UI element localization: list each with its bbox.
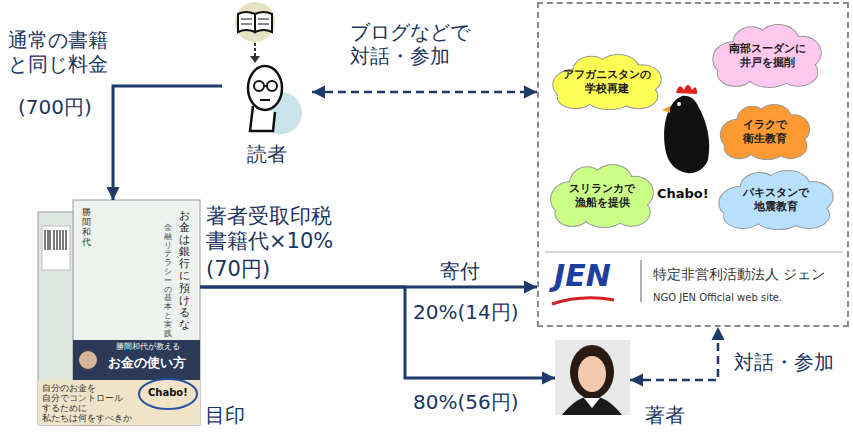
node-text: 勝間和代が教える xyxy=(116,342,180,352)
flow-note: (700円) xyxy=(18,95,92,119)
flow-note: 著者受取印税 書籍代×10% xyxy=(206,204,336,254)
connector xyxy=(107,86,223,200)
connector-line xyxy=(312,91,537,94)
flow-note: 通常の書籍 と同じ料金 xyxy=(8,28,110,76)
reader-icon xyxy=(248,66,302,134)
arrow-head xyxy=(712,327,725,340)
project-cloud: 南部スーダンに 井戸を掘削 xyxy=(711,24,823,88)
node-text: Chabo! xyxy=(148,387,188,399)
node-text: 勝間和代 xyxy=(82,208,91,248)
flow-note: 寄付 xyxy=(440,259,480,283)
node-text: NGO JEN Official web site. xyxy=(653,292,782,304)
chabo-logo xyxy=(662,85,709,173)
node-text: 著者 xyxy=(645,403,685,427)
node-text: 読者 xyxy=(222,142,312,166)
node-text: Chabo! xyxy=(657,186,709,202)
project-text: 南部スーダンに 井戸を掘削 xyxy=(728,42,807,70)
connector-line xyxy=(630,327,718,380)
jen-logo-rules xyxy=(545,252,843,304)
node-text: 自分のお金を 自分でコントロール するために 私たちは何をすべきか xyxy=(42,384,134,424)
project-cloud: イラクで 衛生教育 xyxy=(719,104,811,160)
node-text: お金は銀行に預けるな xyxy=(179,210,190,331)
project-cloud: スリランカで 漁船を提供 xyxy=(549,164,655,228)
project-text: パキスタンで 地震教育 xyxy=(742,186,810,214)
author-node: 著者 xyxy=(555,340,630,415)
project-text: イラクで 衛生教育 xyxy=(742,118,788,146)
node-text: お金の使い方 xyxy=(108,355,186,371)
edge-label: 対話・参加 xyxy=(734,350,834,374)
reader-node: 読者 xyxy=(222,0,312,172)
connector-line xyxy=(113,86,222,200)
edge-label: ブログなどで 対話・参加 xyxy=(350,20,472,68)
edge-label: 80%(56円) xyxy=(413,390,519,414)
arrow-head xyxy=(524,86,537,99)
project-cloud: アフガニスタンの 学校再建 xyxy=(551,54,663,110)
connector xyxy=(312,86,537,99)
edge-label: 20%(14円) xyxy=(413,300,519,324)
ngo-panel: Chabo! JEN 特定非営利活動法人 ジェン NGO JEN Official w… xyxy=(537,2,849,327)
book-node: お金は銀行に預けるな金融リテラシーの基本と実践 勝間和代勝間和代が教えるお金の使い… xyxy=(38,200,200,425)
flow-note: (70円) xyxy=(206,257,270,282)
connector-line xyxy=(200,287,555,378)
node-text: JEN xyxy=(554,258,611,294)
connector xyxy=(200,287,555,385)
arrow-head xyxy=(542,372,555,385)
book-cover xyxy=(38,200,200,425)
book-icon xyxy=(235,2,275,63)
arrow-head xyxy=(312,86,325,99)
arrow-head xyxy=(524,281,537,294)
connector xyxy=(630,327,725,387)
arrow-head xyxy=(107,187,120,200)
project-text: スリランカで 漁船を提供 xyxy=(568,182,636,210)
node-text: 目印 xyxy=(205,403,245,427)
arrow-head xyxy=(630,374,643,387)
node-text: 特定非営利活動法人 ジェン xyxy=(653,266,825,283)
project-text: アフガニスタンの 学校再建 xyxy=(562,68,652,96)
node-text: 金融リテラシーの基本と実践 xyxy=(164,224,172,338)
project-cloud: パキスタンで 地震教育 xyxy=(717,170,835,230)
author-photo xyxy=(555,340,630,415)
